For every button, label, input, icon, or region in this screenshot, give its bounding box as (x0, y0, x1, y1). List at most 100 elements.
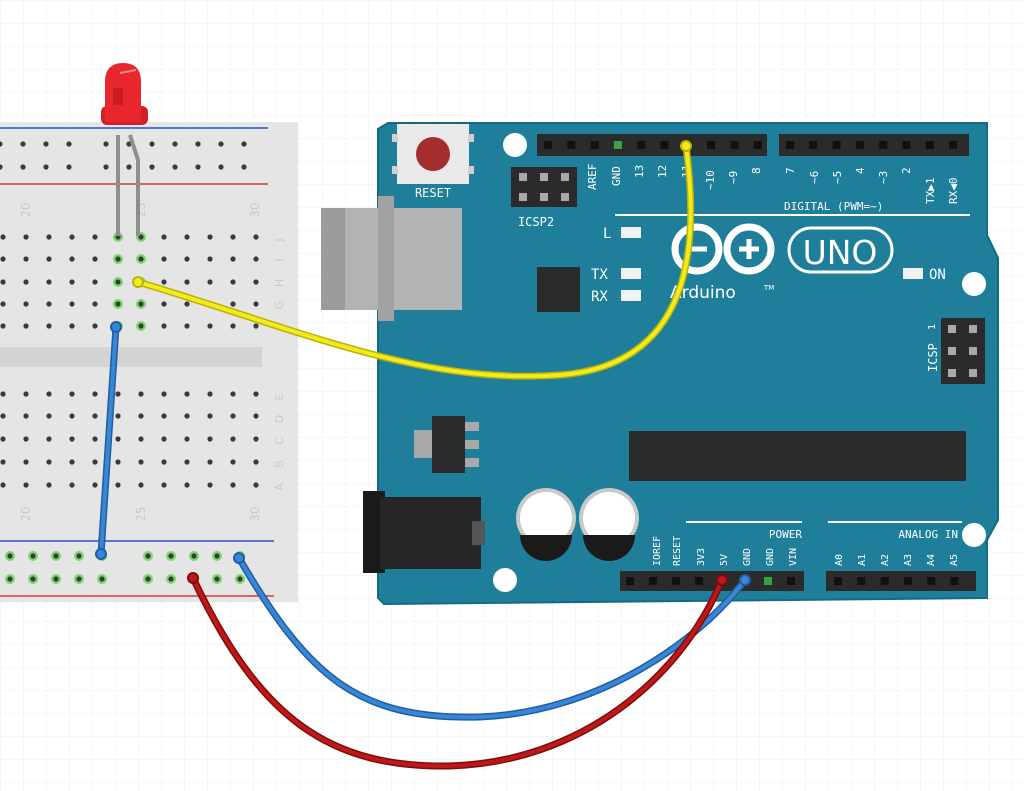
breadboard-hole (138, 323, 144, 329)
icsp-header-pins (948, 325, 977, 377)
header-pin (880, 577, 889, 585)
header-pin (787, 577, 795, 585)
breadboard-hole (115, 413, 121, 419)
breadboard-hole (237, 576, 243, 582)
breadboard-hole (138, 301, 144, 307)
icsp2-pin (519, 173, 527, 181)
row-label-b: B (273, 460, 286, 468)
reset-button-cap[interactable] (416, 137, 450, 171)
breadboard-hole (99, 576, 105, 582)
wire-end (233, 552, 245, 564)
breadboard-hole (126, 141, 132, 147)
breadboard-hole (253, 279, 259, 285)
header-pin (903, 577, 912, 585)
wire-end (716, 574, 728, 586)
regulator-pin (465, 440, 479, 449)
mounting-hole-top (503, 133, 527, 157)
voltage-regulator (414, 416, 479, 473)
icsp-pin (969, 369, 977, 377)
breadboard-hole (138, 256, 144, 262)
breadboard-hole (0, 391, 6, 397)
breadboard-hole (149, 164, 155, 170)
breadboard-hole (184, 256, 190, 262)
breadboard-hole (161, 482, 167, 488)
breadboard-hole (253, 256, 259, 262)
red-led[interactable] (101, 63, 148, 236)
model-label: UNO (803, 233, 878, 272)
breadboard-hole (241, 141, 247, 147)
pin-label-gnd: GND (610, 166, 623, 186)
breadboard-hole (46, 279, 52, 285)
breadboard-hole (69, 436, 75, 442)
wire-blue-short[interactable] (99, 325, 118, 556)
breadboard-hole (218, 141, 224, 147)
analog-pin-labels: A0 A1 A2 A3 A4 A5 (834, 554, 960, 566)
header-pin (764, 577, 772, 585)
header-pin (832, 141, 841, 149)
breadboard-hole (168, 553, 174, 559)
mounting-hole-bottom (493, 568, 517, 592)
header-pin (879, 141, 888, 149)
breadboard-hole (207, 323, 213, 329)
breadboard-hole (0, 436, 6, 442)
reset-button[interactable] (392, 124, 474, 184)
breadboard-hole (207, 436, 213, 442)
mounting-hole-right-bottom (962, 523, 986, 547)
uno-badge: UNO (787, 226, 894, 274)
breadboard-hole (23, 413, 29, 419)
breadboard-hole (214, 553, 220, 559)
wire-red-5v[interactable] (191, 576, 724, 769)
wire-endpoints (95, 140, 751, 586)
digital-header-pins (544, 141, 958, 149)
breadboard-hole (138, 391, 144, 397)
breadboard-hole (168, 576, 174, 582)
breadboard-hole (92, 323, 98, 329)
breadboard-hole (69, 234, 75, 240)
breadboard-hole (161, 279, 167, 285)
wire-end (187, 572, 199, 584)
capacitor-stripe (520, 535, 572, 561)
breadboard-hole (92, 301, 98, 307)
capacitor-right (579, 488, 639, 561)
pin-label-a2: A2 (880, 554, 891, 566)
breadboard-hole (161, 301, 167, 307)
pin-label-3: ~3 (877, 171, 890, 184)
breadboard-hole (92, 256, 98, 262)
breadboard-hole (230, 323, 236, 329)
breadboard-center-channel (0, 347, 262, 367)
breadboard-hole (161, 256, 167, 262)
breadboard-hole (92, 234, 98, 240)
breadboard-hole (145, 553, 151, 559)
row-label-h: H (273, 279, 286, 287)
breadboard-hole (92, 279, 98, 285)
icsp2-pin (561, 173, 569, 181)
breadboard-hole (76, 576, 82, 582)
arduino-logo: Arduino TM (670, 223, 775, 303)
pin-label-a0: A0 (834, 554, 845, 566)
header-pin (695, 577, 703, 585)
header-pin (730, 141, 739, 149)
reset-label: RESET (415, 186, 451, 200)
reset-button-leg (392, 166, 398, 174)
row-label-j: J (273, 238, 286, 242)
digital-label: DIGITAL (PWM=~) (784, 200, 883, 213)
breadboard-hole (92, 482, 98, 488)
pin-label-vin: VIN (788, 548, 799, 566)
breadboard-hole (46, 413, 52, 419)
breadboard-hole (30, 553, 36, 559)
header-pin (567, 141, 576, 149)
icsp2-pin (540, 193, 548, 201)
pin-label-8: 8 (750, 167, 763, 174)
breadboard-hole (23, 323, 29, 329)
breadboard-hole (253, 323, 259, 329)
wire-yellow[interactable] (136, 144, 693, 379)
breadboard-hole (69, 256, 75, 262)
header-pin (626, 577, 634, 585)
microcontroller-chip (629, 431, 966, 481)
icsp-label: ICSP (926, 343, 940, 372)
breadboard-hole (230, 391, 236, 397)
capacitor-top (583, 492, 635, 544)
power-jack-front (363, 491, 385, 573)
usb-interface-chip (537, 267, 580, 312)
breadboard-hole (172, 141, 178, 147)
